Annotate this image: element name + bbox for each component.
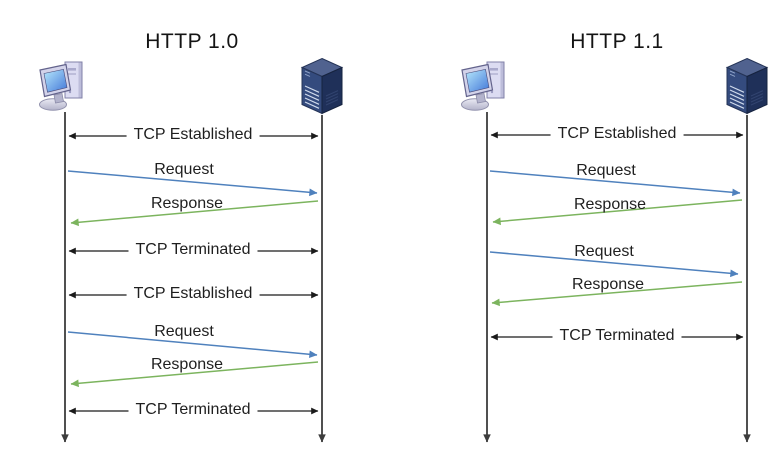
message-label-tcp-terminated: TCP Terminated xyxy=(552,327,682,345)
message-label-request: Request xyxy=(576,162,636,180)
message-label-request: Request xyxy=(574,243,634,261)
message-label-response: Response xyxy=(150,356,224,374)
message-label-request: Request xyxy=(154,161,214,179)
client-computer-icon xyxy=(460,61,505,111)
message-label-request: Request xyxy=(154,323,214,341)
message-label-tcp-terminated: TCP Terminated xyxy=(128,401,258,419)
http11-title: HTTP 1.1 xyxy=(570,30,664,53)
response-arrow xyxy=(492,199,743,226)
client-computer-icon xyxy=(38,61,83,111)
http10-title: HTTP 1.0 xyxy=(145,30,239,53)
message-label-response: Response xyxy=(150,195,224,213)
message-label-response: Response xyxy=(571,276,645,294)
request-arrow xyxy=(67,331,318,359)
request-arrow xyxy=(67,170,318,197)
message-label-tcp-established: TCP Established xyxy=(550,125,684,143)
message-label-tcp-established: TCP Established xyxy=(126,126,260,144)
server-icon xyxy=(726,57,768,115)
response-arrow xyxy=(491,281,743,307)
request-arrow xyxy=(489,170,741,197)
response-arrow xyxy=(70,200,319,227)
response-arrow xyxy=(70,361,319,388)
request-arrow xyxy=(489,251,739,278)
server-icon xyxy=(301,57,343,115)
message-label-tcp-terminated: TCP Terminated xyxy=(128,241,258,259)
message-label-response: Response xyxy=(573,196,647,214)
message-label-tcp-established: TCP Established xyxy=(126,285,260,303)
